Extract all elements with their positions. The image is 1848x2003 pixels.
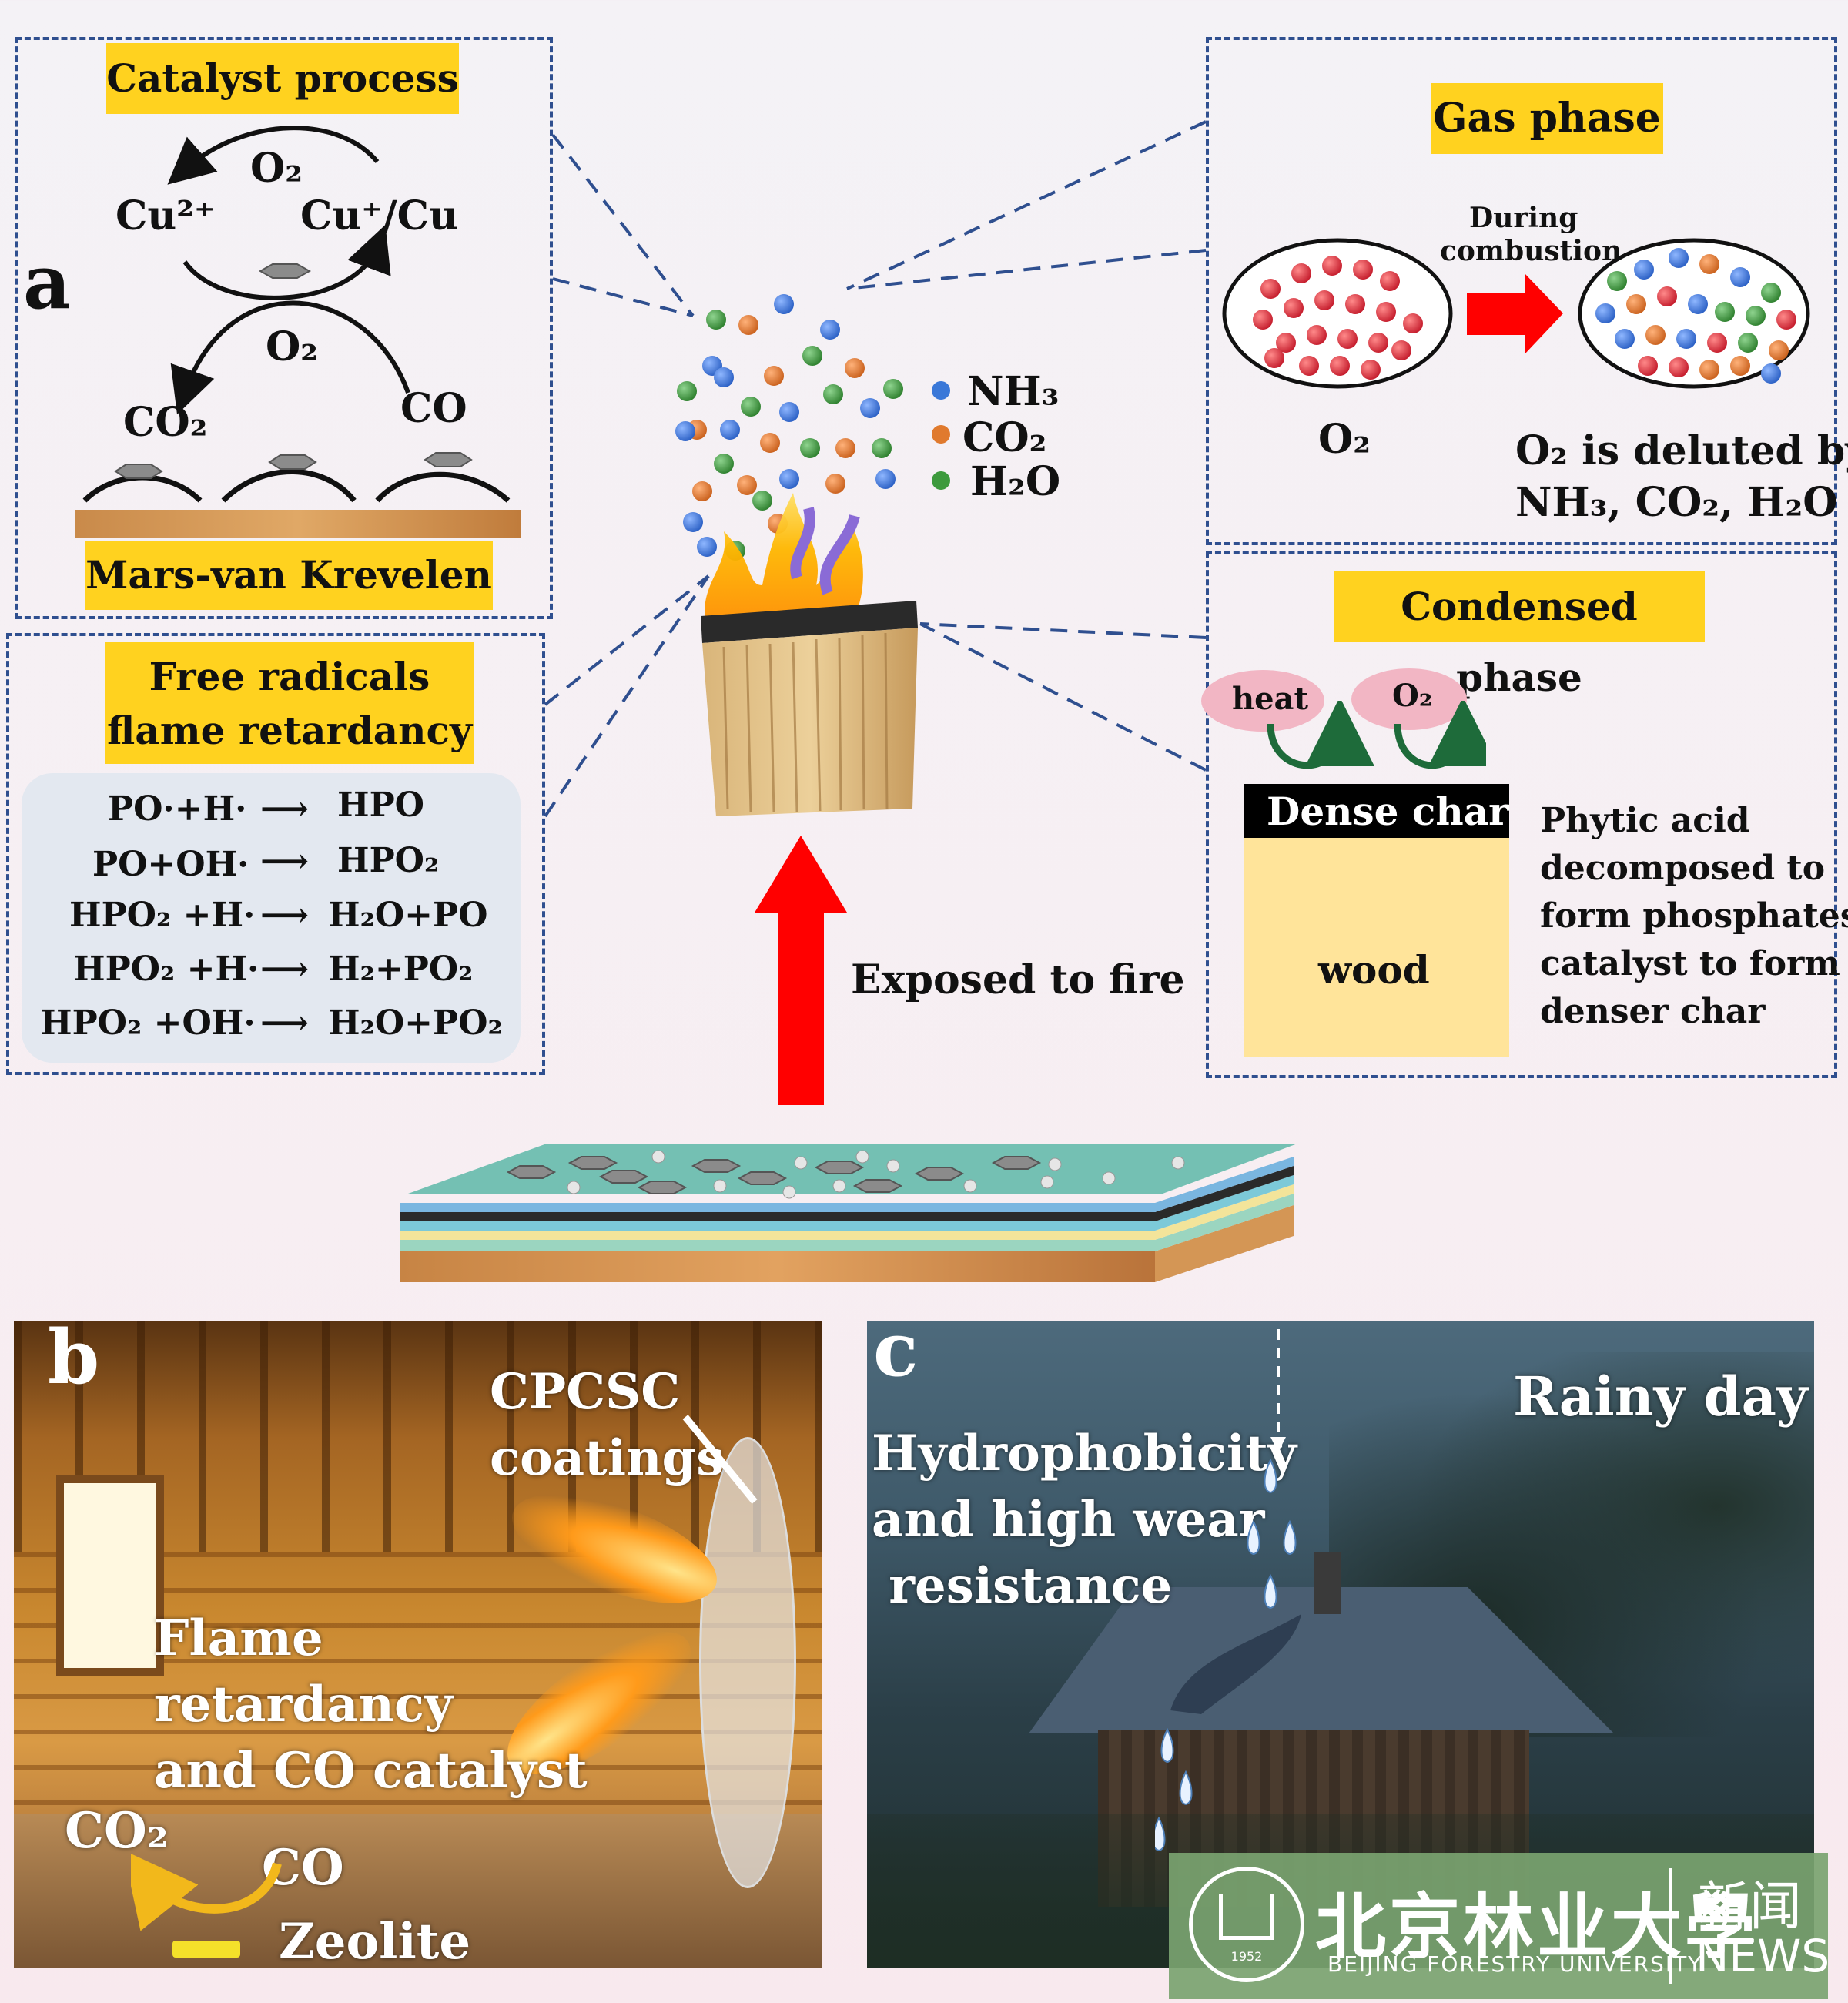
news-cn: 新闻 <box>1697 1877 1803 1938</box>
free-radicals-title: Free radicals flame retardancy <box>105 642 474 764</box>
legend-co2-dot <box>932 425 950 444</box>
catalyst-cu1: Cu⁺/Cu <box>300 193 458 239</box>
gas-note-line2: NH₃, CO₂, H₂O <box>1515 479 1838 526</box>
dense-char-bar <box>1244 784 1509 838</box>
university-name-en: BEIJING FORESTRY UNIVERSITY <box>1327 1951 1703 1977</box>
bjfu-watermark: 1952 北京林业大學 BEIJING FORESTRY UNIVERSITY … <box>1169 1853 1830 1999</box>
zeolite-label: Zeolite <box>279 1913 471 1971</box>
free-radicals-title-line1: Free radicals <box>149 654 430 699</box>
equation-2-arrow: ⟶ <box>260 842 310 881</box>
heat-ellipse <box>1201 670 1324 732</box>
hydro-line1: Hydrophobicity <box>872 1425 1297 1482</box>
condensed-desc-3: form phosphates <box>1540 896 1848 936</box>
flame-line1: Flame <box>154 1609 323 1667</box>
gas-phase-box <box>1206 37 1837 545</box>
co-to-co2-arrow <box>131 1850 282 1931</box>
equation-5-left: HPO₂ +OH· <box>40 1003 256 1043</box>
equation-2-left: PO+OH· <box>92 845 249 884</box>
equation-2-right: HPO₂ <box>337 841 440 880</box>
during-line2: combustion <box>1440 235 1622 267</box>
hydro-line3: resistance <box>872 1557 1173 1615</box>
university-seal: 1952 <box>1189 1867 1304 1982</box>
coating-disc <box>699 1437 796 1888</box>
catalyst-co: CO <box>400 385 467 432</box>
window <box>56 1475 164 1676</box>
exposed-to-fire-label: Exposed to fire <box>851 956 1185 1003</box>
rain-drops <box>1155 1329 1301 1852</box>
gas-phase-diagram <box>1222 238 1810 389</box>
condensed-desc-5: denser char <box>1540 992 1766 1031</box>
dense-char-label: Dense char <box>1267 789 1509 834</box>
catalyst-o2-mid: O₂ <box>266 323 319 370</box>
heat-label: heat <box>1232 681 1308 717</box>
coated-wood-board <box>400 1144 1297 1282</box>
panel-b-letter: b <box>48 1314 100 1401</box>
watermark-divider <box>1669 1868 1672 1984</box>
legend-nh3-dot <box>932 381 950 400</box>
hydro-line2: and high wear <box>872 1491 1265 1549</box>
condensed-arrows <box>1267 701 1486 769</box>
center-illustration <box>675 294 918 816</box>
equation-3-left: HPO₂ +H· <box>69 896 256 935</box>
wood-block <box>1244 838 1509 1057</box>
catalyst-o2-top: O₂ <box>250 145 303 192</box>
chimney <box>1314 1552 1341 1614</box>
mars-van-krevelen-label: Mars-van Krevelen <box>85 541 493 610</box>
exposed-arrow <box>755 836 847 1105</box>
legend-h2o: H₂O <box>970 458 1061 505</box>
connector-lines <box>544 120 1207 818</box>
seal-year: 1952 <box>1230 1949 1263 1964</box>
free-radicals-box <box>6 633 545 1075</box>
equation-4-arrow: ⟶ <box>260 950 310 989</box>
condensed-o2-label: O₂ <box>1392 678 1433 714</box>
university-name-cn: 北京林业大學 <box>1315 1886 1759 1968</box>
condensed-desc-2: decomposed to <box>1540 849 1826 888</box>
news-en: NEWS <box>1696 1930 1830 1982</box>
free-radicals-title-line2: flame retardancy <box>106 708 473 753</box>
cpcsc-pointer <box>682 1415 758 1504</box>
equation-3-arrow: ⟶ <box>260 896 310 935</box>
condensed-phase-box <box>1206 551 1837 1078</box>
equation-4-left: HPO₂ +H· <box>73 950 259 989</box>
seal-inner-icon <box>1219 1894 1274 1940</box>
panel-c-letter: c <box>873 1306 919 1393</box>
zeolite-chip <box>172 1941 240 1958</box>
during-line1: During <box>1469 202 1578 234</box>
rainy-day-label: Rainy day <box>1513 1365 1808 1429</box>
cpcsc-line1: CPCSC <box>490 1363 681 1421</box>
flame-line2: retardancy <box>154 1676 454 1733</box>
cpcsc-line2: coatings <box>490 1429 725 1487</box>
condensed-desc-1: Phytic acid <box>1540 801 1750 840</box>
panel-b-co2: CO₂ <box>65 1802 169 1860</box>
catalyst-cycle-diagram <box>75 126 521 538</box>
catalyst-process-box <box>15 37 553 619</box>
equation-4-right: H₂+PO₂ <box>328 950 474 989</box>
gas-note-line1: O₂ is deluted by <box>1515 427 1848 474</box>
catalyst-co2: CO₂ <box>123 399 208 446</box>
equation-5-arrow: ⟶ <box>260 1003 310 1043</box>
legend-co2: CO₂ <box>962 414 1047 461</box>
condensed-desc-4: catalyst to form <box>1540 944 1840 983</box>
catalyst-process-title: Catalyst process <box>106 43 459 114</box>
radicals-equation-panel <box>22 773 521 1063</box>
equation-1-arrow: ⟶ <box>260 789 310 829</box>
equation-5-right: H₂O+PO₂ <box>328 1003 503 1043</box>
panel-a-letter: a <box>23 239 72 326</box>
legend-h2o-dot <box>932 471 950 490</box>
equation-1-right: HPO <box>337 785 424 825</box>
gas-o2-label: O₂ <box>1318 416 1371 463</box>
flame-line3: and CO catalyst <box>154 1742 588 1800</box>
condensed-phase-title: Condensed phase <box>1334 571 1705 700</box>
equation-3-right: H₂O+PO <box>328 896 488 935</box>
wood-label: wood <box>1318 947 1430 993</box>
gas-phase-title: Gas phase <box>1431 83 1663 154</box>
legend-nh3: NH₃ <box>967 368 1060 415</box>
catalyst-cu2: Cu²⁺ <box>116 193 216 239</box>
equation-1-left: PO·+H· <box>108 789 247 829</box>
